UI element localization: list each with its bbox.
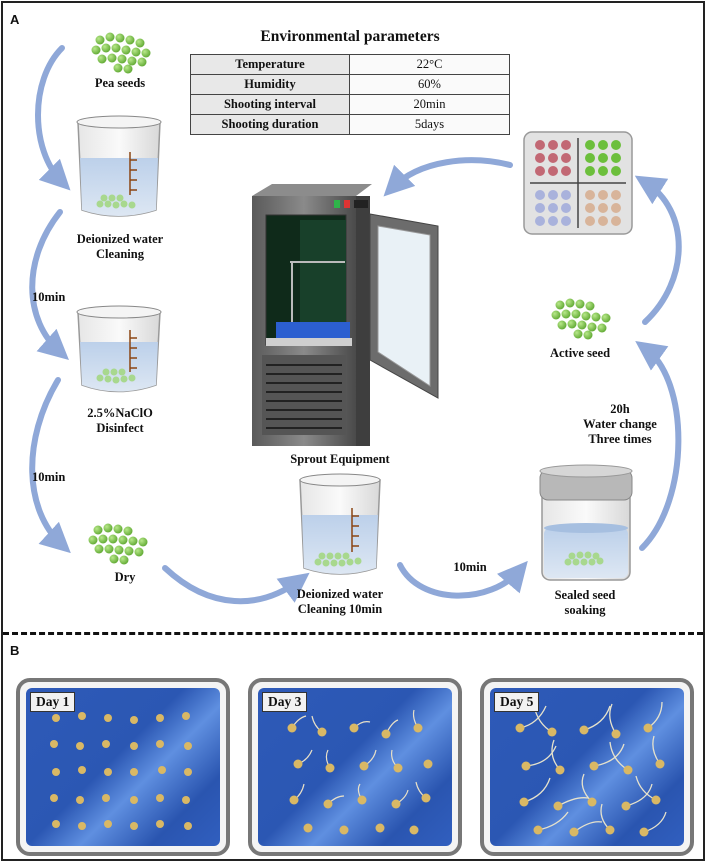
label-equipment: Sprout Equipment xyxy=(290,452,390,466)
label-time-3: 10min xyxy=(453,560,487,574)
dry-seeds-cluster xyxy=(88,523,148,565)
table-row: Shooting interval 20min xyxy=(190,94,510,115)
label-dry: Dry xyxy=(114,570,136,584)
label-disinfect-line2: Disinfect xyxy=(96,421,144,435)
beaker-2 xyxy=(76,305,162,393)
arrow-grid-to-equipment xyxy=(383,157,513,197)
env-key: Shooting duration xyxy=(190,114,350,135)
arrow-soak-to-active xyxy=(635,341,682,551)
label-soak: Sealed seed soaking xyxy=(530,588,640,618)
env-value: 5days xyxy=(349,114,510,135)
arrow-clean-to-disinfect xyxy=(29,209,69,360)
label-wc-line2: Water change xyxy=(583,417,657,431)
label-time-2: 10min xyxy=(32,470,66,484)
active-seed-cluster xyxy=(551,298,611,340)
photo-day-5-image: Day 5 xyxy=(490,688,684,846)
sprout-equipment xyxy=(252,184,439,446)
day-5-label: Day 5 xyxy=(494,692,540,712)
flow-arrows xyxy=(29,45,682,605)
label-clean2: Deionized water Cleaning 10min xyxy=(280,587,400,617)
env-value: 20min xyxy=(349,94,510,115)
label-wc-line1: 20h xyxy=(610,402,630,416)
label-clean1-line1: Deionized water xyxy=(76,232,164,246)
photo-day-1-image: Day 1 xyxy=(26,688,220,846)
label-clean1: Deionized water Cleaning xyxy=(60,232,180,262)
photo-day-3-image: Day 3 xyxy=(258,688,452,846)
label-disinfect-line1: 2.5%NaClO xyxy=(87,406,153,420)
label-soak-line1: Sealed seed xyxy=(554,588,616,602)
arrow-clean2-to-soak xyxy=(397,560,528,599)
label-active-seed: Active seed xyxy=(549,346,611,360)
label-wc-line3: Three times xyxy=(588,432,652,446)
arrow-disinfect-to-dry xyxy=(29,377,71,554)
sealed-jar xyxy=(539,464,633,581)
beaker-1 xyxy=(76,115,162,217)
env-value: 22°C xyxy=(349,54,510,75)
table-row: Humidity 60% xyxy=(190,74,510,95)
seeds-day-1 xyxy=(50,712,192,830)
table-row: Temperature 22°C xyxy=(190,54,510,75)
day-3-label: Day 3 xyxy=(262,692,308,712)
seed-grid-tray xyxy=(523,131,633,235)
panel-a-label: A xyxy=(10,12,20,27)
photo-day-1: Day 1 xyxy=(16,678,230,856)
label-disinfect: 2.5%NaClO Disinfect xyxy=(60,406,180,436)
label-clean2-line2: Cleaning 10min xyxy=(297,602,383,616)
env-key: Temperature xyxy=(190,54,350,75)
beaker-3 xyxy=(299,473,381,575)
arrow-active-to-grid xyxy=(634,175,682,325)
env-table-title: Environmental parameters xyxy=(260,28,440,45)
photo-day-3: Day 3 xyxy=(248,678,462,856)
seeds-day-3 xyxy=(287,709,433,835)
label-soak-line2: soaking xyxy=(564,603,606,617)
label-pea-seeds: Pea seeds xyxy=(94,76,146,90)
table-row: Shooting duration 5days xyxy=(190,114,510,135)
env-key: Shooting interval xyxy=(190,94,350,115)
photo-day-5: Day 5 xyxy=(480,678,694,856)
pea-seeds-cluster xyxy=(91,32,151,74)
label-clean2-line1: Deionized water xyxy=(296,587,384,601)
label-water-change: 20h Water change Three times xyxy=(560,402,680,447)
env-value: 60% xyxy=(349,74,510,95)
arrow-seeds-to-clean xyxy=(35,45,71,191)
arrow-dry-to-clean2 xyxy=(162,565,310,605)
label-time-1: 10min xyxy=(32,290,66,304)
label-clean1-line2: Cleaning xyxy=(96,247,144,261)
panel-separator xyxy=(3,632,703,635)
env-parameters-table: Temperature 22°C Humidity 60% Shooting i… xyxy=(190,54,510,135)
panel-b-label: B xyxy=(10,643,20,658)
day-1-label: Day 1 xyxy=(30,692,76,712)
env-key: Humidity xyxy=(190,74,350,95)
